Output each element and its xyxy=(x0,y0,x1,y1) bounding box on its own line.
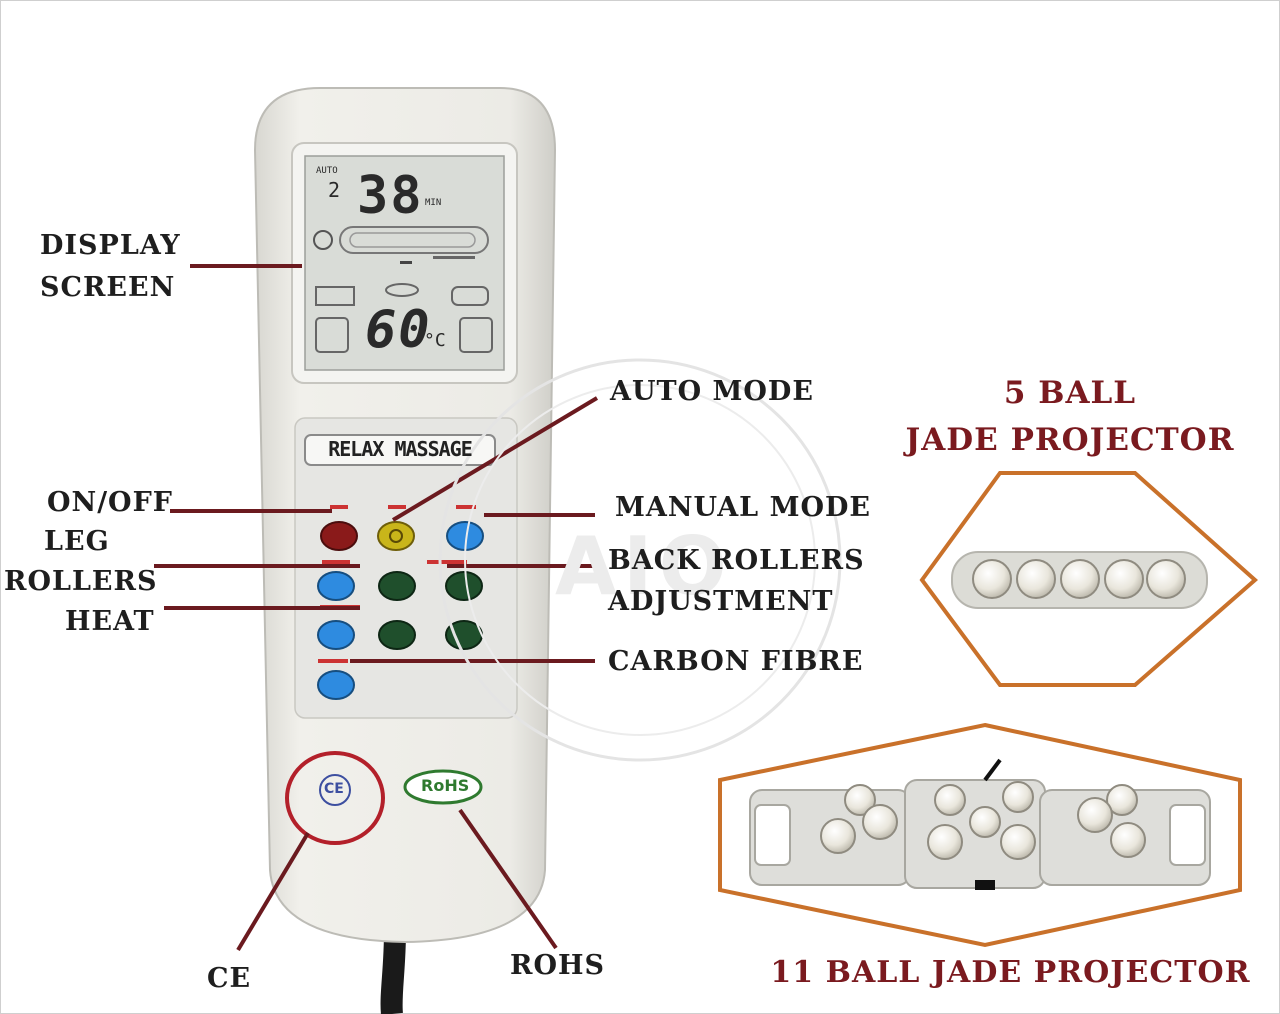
back-roller-left-button xyxy=(378,620,416,650)
label-carbon-fibre: CARBON FIBRE xyxy=(608,646,864,677)
leg-rollers-button xyxy=(317,571,355,601)
brand-label: RELAX MASSAGE xyxy=(328,437,473,461)
five-ball-title-line1: 5 BALL xyxy=(1003,375,1137,411)
lcd-temperature-unit: °C xyxy=(424,330,446,351)
rohs-mark: RoHS xyxy=(421,776,470,795)
label-heat: HEAT xyxy=(65,606,155,637)
back-roller-up-button xyxy=(378,571,416,601)
label-auto-mode: AUTO MODE xyxy=(610,376,814,407)
five-ball-title-line2: JADE PROJECTOR xyxy=(905,422,1235,458)
back-roller-down-button xyxy=(445,571,483,601)
lcd-temperature-value: 60 xyxy=(365,300,432,360)
lcd-timer-value: 38 xyxy=(357,166,424,226)
auto-mode-button xyxy=(377,521,415,551)
lcd-auto-tag: AUTO xyxy=(316,166,338,176)
watermark-ring xyxy=(438,358,842,762)
label-leg: LEG xyxy=(44,526,110,557)
ce-mark: CE xyxy=(324,781,344,797)
carbon-fibre-button xyxy=(317,670,355,700)
label-display: DISPLAY xyxy=(40,230,181,261)
pointer-lines xyxy=(154,264,599,952)
label-on-off: ON/OFF xyxy=(47,487,173,518)
rohs-badge xyxy=(403,769,483,805)
eleven-ball-jade-balls xyxy=(820,781,1146,860)
label-rohs: ROHS xyxy=(510,950,605,981)
eleven-ball-hexagon xyxy=(718,722,1242,948)
brand-label-box xyxy=(304,434,496,466)
heat-button xyxy=(317,620,355,650)
watermark-text: AIO xyxy=(555,520,733,613)
ce-highlight-circle xyxy=(285,751,385,845)
lcd-mode-number: 2 xyxy=(328,178,341,202)
label-manual-mode: MANUAL MODE xyxy=(615,492,871,523)
label-adjustment: ADJUSTMENT xyxy=(608,586,834,617)
five-ball-hexagon xyxy=(919,471,1259,687)
eleven-ball-title: 11 BALL JADE PROJECTOR xyxy=(770,955,1251,990)
five-ball-jade-balls xyxy=(972,559,1186,599)
on-off-button xyxy=(320,521,358,551)
label-back-rollers: BACK ROLLERS xyxy=(608,545,865,576)
label-ce: CE xyxy=(207,963,252,994)
label-rollers: ROLLERS xyxy=(4,566,158,597)
lcd-timer-unit: MIN xyxy=(425,198,442,208)
label-screen: SCREEN xyxy=(40,272,176,303)
